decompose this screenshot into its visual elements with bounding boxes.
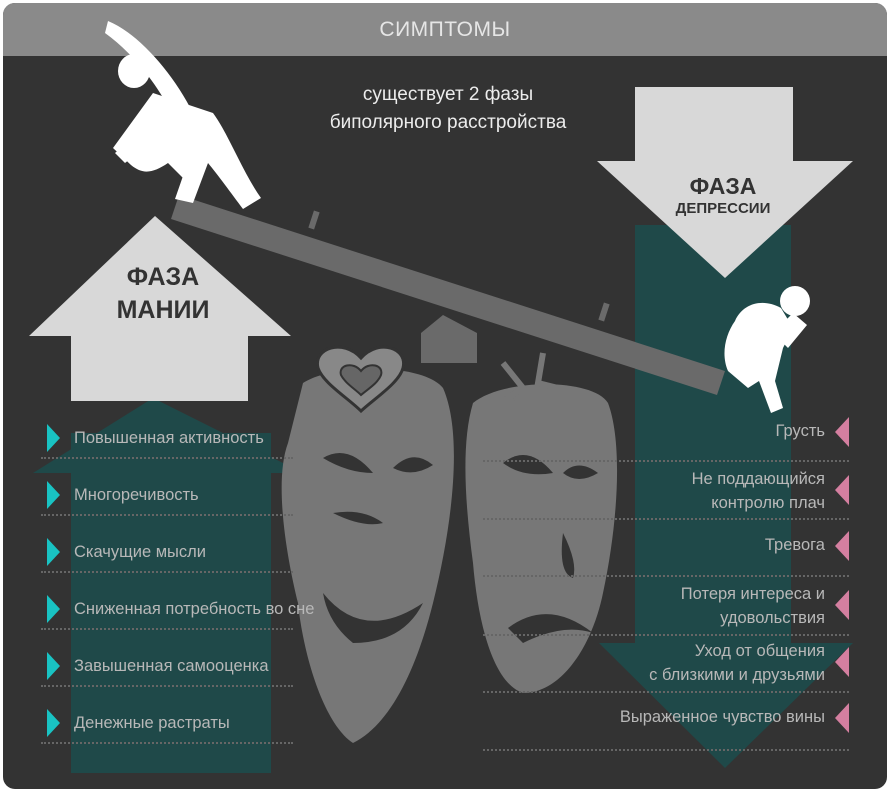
divider bbox=[483, 575, 849, 577]
depression-symptom: Выраженное чувство вины bbox=[483, 701, 853, 758]
divider bbox=[41, 742, 293, 744]
subtitle-line-2: биполярного расстройства bbox=[329, 112, 567, 133]
divider bbox=[483, 634, 849, 636]
pink-bullet-icon bbox=[835, 417, 849, 447]
symptom-text: Скачущие мысли bbox=[74, 543, 207, 561]
depression-arrow-icon bbox=[597, 87, 853, 278]
comedy-mask-icon bbox=[281, 345, 454, 743]
illustration bbox=[29, 21, 853, 773]
divider bbox=[41, 628, 293, 630]
active-person-icon bbox=[105, 21, 261, 209]
divider bbox=[41, 457, 293, 459]
cyan-bullet-icon bbox=[47, 652, 60, 680]
divider bbox=[41, 514, 293, 516]
header-bar: СИМПТОМЫ bbox=[3, 3, 887, 56]
divider bbox=[483, 749, 849, 751]
header-title: СИМПТОМЫ bbox=[379, 18, 511, 41]
subtitle-line-1: существует 2 фазы bbox=[362, 84, 534, 105]
symptom-text: Выраженное чувство вины bbox=[619, 708, 825, 726]
cyan-bullet-icon bbox=[47, 709, 60, 737]
pink-bullet-icon bbox=[835, 475, 849, 505]
depression-symptom: Тревога bbox=[483, 529, 853, 586]
pink-bullet-icon bbox=[835, 703, 849, 733]
pink-bullet-icon bbox=[835, 647, 849, 677]
symptom-text: Грусть bbox=[775, 422, 825, 440]
mania-symptom: Скачущие мысли bbox=[47, 532, 307, 589]
depression-symptom: Грусть bbox=[483, 415, 853, 472]
symptom-text: Тревога bbox=[764, 536, 825, 554]
mania-arrow-icon bbox=[29, 216, 291, 401]
divider bbox=[483, 518, 849, 520]
mania-shadow-arrow bbox=[33, 398, 303, 773]
divider bbox=[483, 460, 849, 462]
divider bbox=[41, 571, 293, 573]
mania-symptom: Завышенная самооценка bbox=[47, 646, 307, 703]
seesaw-icon bbox=[171, 195, 725, 395]
mania-symptom: Многоречивость bbox=[47, 475, 307, 532]
mania-symptom: Повышенная активность bbox=[47, 418, 307, 475]
depression-phase-label: ФАЗА ДЕПРЕССИИ bbox=[643, 173, 803, 217]
subtitle: существует 2 фазы биполярного расстройст… bbox=[248, 81, 648, 137]
symptom-text: Сниженная потребность во сне bbox=[74, 600, 315, 618]
mania-symptom: Денежные растраты bbox=[47, 703, 307, 760]
cyan-bullet-icon bbox=[47, 595, 60, 623]
symptom-text: Повышенная активность bbox=[74, 429, 264, 447]
depression-label-line-1: ФАЗА bbox=[689, 173, 757, 199]
cyan-bullet-icon bbox=[47, 538, 60, 566]
cyan-bullet-icon bbox=[47, 481, 60, 509]
divider bbox=[41, 685, 293, 687]
depression-label-line-2: ДЕПРЕССИИ bbox=[675, 200, 771, 217]
mania-label-line-2: МАНИИ bbox=[116, 296, 210, 324]
symptom-text: Денежные растраты bbox=[74, 714, 230, 732]
sad-person-icon bbox=[724, 286, 810, 413]
pink-bullet-icon bbox=[835, 531, 849, 561]
cyan-bullet-icon bbox=[47, 424, 60, 452]
mania-phase-label: ФАЗА МАНИИ bbox=[83, 261, 243, 327]
divider bbox=[483, 691, 849, 693]
mania-symptom: Сниженная потребность во сне bbox=[47, 589, 314, 646]
symptom-text: Завышенная самооценка bbox=[74, 657, 269, 675]
mania-label-line-1: ФАЗА bbox=[126, 263, 200, 291]
infographic-panel: СИМПТОМЫ bbox=[3, 3, 887, 789]
pink-bullet-icon bbox=[835, 590, 849, 620]
symptom-text: Многоречивость bbox=[74, 486, 199, 504]
